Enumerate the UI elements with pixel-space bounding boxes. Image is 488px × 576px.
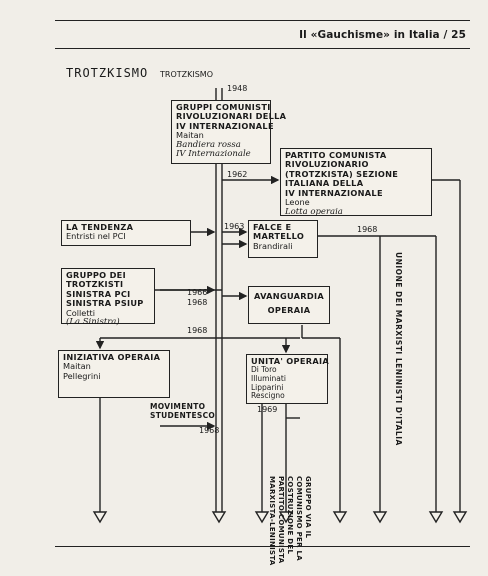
header-underline <box>55 48 470 49</box>
pcr-title-line: IV INTERNAZIONALE <box>285 187 383 198</box>
io-title: INIZIATIVA OPERAIA <box>63 352 161 362</box>
year-1948: 1948 <box>227 84 248 93</box>
pcr-person: Leone <box>285 197 310 208</box>
arrowhead-pcr <box>452 511 468 524</box>
gcr-publication: IV Internazionale <box>176 149 251 160</box>
uo-person: Illuminati <box>251 374 286 384</box>
gts-title-line: SINISTRA PCI <box>66 288 131 299</box>
falce-title-line: MARTELLO <box>253 231 305 242</box>
footer-rule <box>55 546 470 547</box>
gts-person: Colletti <box>66 307 96 318</box>
arrowhead-gruppo <box>278 511 294 524</box>
uo-box: UNITA' OPERAIA Di Toro Illuminati Lippar… <box>246 354 329 404</box>
gcr-person: Maitan <box>176 130 204 141</box>
year-1968-split: 1968 <box>187 326 208 335</box>
pcr-box: PARTITO COMUNISTA RIVOLUZIONARIO (TROTZK… <box>280 148 432 216</box>
arrowhead-ao <box>332 511 348 524</box>
arrowhead-uo <box>254 511 270 524</box>
gruppo-vertical-label: GRUPPO VIA IL COMUNISMO PER LA COSTRUZIO… <box>268 476 312 566</box>
root-label: TROTZKISMO <box>160 70 213 79</box>
year-1968-ao: 1968 <box>187 298 208 307</box>
uo-person: Rescigno <box>251 391 285 401</box>
pcr-title-line: ITALIANA DELLA <box>285 178 364 189</box>
arrowhead-unione <box>372 511 388 524</box>
gts-publication: (La Sinistra) <box>66 317 120 328</box>
movimento-label: MOVIMENTO STUDENTESCO <box>150 402 216 420</box>
gcr-box: GRUPPI COMUNISTI RIVOLUZIONARI DELLA IV … <box>171 100 287 164</box>
year-1966: 1966 <box>187 288 208 297</box>
gcr-title-line: RIVOLUZIONARI DELLA <box>176 111 287 122</box>
uo-title: UNITA' OPERAIA <box>251 356 329 366</box>
ao-title-line: AVANGUARDIA <box>254 291 324 301</box>
gts-box: GRUPPO DEI TROTZKISTI SINISTRA PCI SINIS… <box>61 268 155 327</box>
gts-title-line: GRUPPO DEI <box>66 270 126 280</box>
falce-person: Brandirali <box>253 240 293 251</box>
uo-person: Di Toro <box>251 365 277 375</box>
pcr-title-line: (TROTZKISTA) SEZIONE <box>285 168 399 179</box>
movimento-line: MOVIMENTO <box>150 402 206 411</box>
year-1963: 1963 <box>224 222 245 231</box>
pcr-title-line: PARTITO COMUNISTA <box>285 150 387 160</box>
movimento-line: STUDENTESCO <box>150 410 216 420</box>
page-header: Il «Gauchisme» in Italia / 25 <box>299 29 466 41</box>
io-box: INIZIATIVA OPERAIA Maitan Pellegrini <box>58 350 170 398</box>
year-1968-movimento: 1968 <box>199 426 220 435</box>
gcr-title-line: IV INTERNAZIONALE <box>176 120 274 131</box>
tendenza-title: LA TENDENZA <box>66 222 134 232</box>
gcr-title-line: GRUPPI COMUNISTI <box>176 102 271 112</box>
arrowhead-io <box>92 511 108 524</box>
gcr-publication: Bandiera rossa <box>176 139 241 150</box>
falce-box: FALCE E MARTELLO Brandirali <box>248 220 318 258</box>
io-person: Pellegrini <box>63 370 101 381</box>
falce-title-line: FALCE E <box>253 222 292 232</box>
gts-title-line: TROTZKISTI <box>66 279 124 290</box>
pcr-publication: Lotta operaia <box>285 206 343 217</box>
unione-vertical-label: UNIONE DEI MARXISTI LENINISTI D'ITALIA <box>394 252 403 446</box>
tendenza-subtitle: Entristi nel PCI <box>66 231 126 242</box>
gts-title-line: SINISTRA PSIUP <box>66 298 144 309</box>
diagram-title: TROTZKISMO <box>66 66 149 80</box>
arrowhead-trunk <box>211 511 227 524</box>
io-person: Maitan <box>63 361 91 372</box>
uo-person: Lipparini <box>251 382 284 392</box>
ao-title-line: OPERAIA <box>267 305 311 316</box>
pcr-title-line: RIVOLUZIONARIO <box>285 159 369 170</box>
header-rule <box>55 20 470 21</box>
ao-box: AVANGUARDIA OPERAIA <box>248 286 330 324</box>
arrowhead-falce <box>428 511 444 524</box>
year-1968-falce: 1968 <box>357 225 378 234</box>
year-1962: 1962 <box>227 170 248 179</box>
tendenza-box: LA TENDENZA Entristi nel PCI <box>61 220 191 246</box>
year-1969: 1969 <box>257 405 278 414</box>
